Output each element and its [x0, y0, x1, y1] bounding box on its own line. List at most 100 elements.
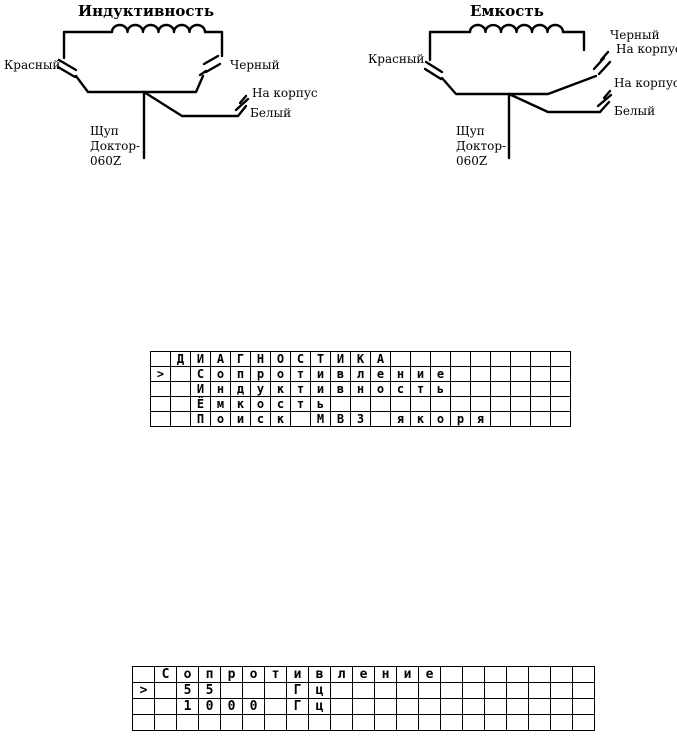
lcd-cell [264, 682, 287, 699]
capacitance-white-clip [596, 89, 613, 114]
lcd-cell [132, 666, 155, 683]
lcd-cell [506, 666, 529, 683]
lcd-cell [290, 411, 311, 427]
lcd-cell: И [190, 351, 211, 367]
lcd-cell [462, 714, 485, 731]
lcd-cell: и [310, 366, 331, 382]
lcd-cell: н [350, 381, 371, 397]
lcd-cell: М [310, 411, 331, 427]
lcd-cell [410, 351, 431, 367]
lcd-cell: в [330, 381, 351, 397]
lcd-cell: и [310, 381, 331, 397]
inductance-probe-label: Щуп Доктор- 060Z [90, 124, 141, 168]
lcd-cell [132, 698, 155, 715]
capacitance-probe-label: Щуп Доктор- 060Z [456, 124, 507, 168]
lcd-cell: И [190, 381, 211, 397]
lcd-cell [462, 698, 485, 715]
lcd-cell: к [270, 381, 291, 397]
lcd-cell: Г [286, 698, 309, 715]
lcd-cell: д [230, 381, 251, 397]
lcd-cell [572, 714, 595, 731]
lcd-cell: ц [308, 698, 331, 715]
lcd-cell [370, 411, 391, 427]
lcd-cell: > [132, 682, 155, 699]
lcd-cell [418, 698, 441, 715]
lcd-cell: Т [310, 351, 331, 367]
lcd-cell [330, 698, 353, 715]
lcd-cell: Г [230, 351, 251, 367]
lcd-cell [418, 714, 441, 731]
lcd-cell [170, 381, 191, 397]
lcd-cell [530, 411, 551, 427]
lcd-cell [450, 366, 471, 382]
lcd-cell [510, 381, 531, 397]
lcd-cell [484, 682, 507, 699]
lcd-cell [462, 666, 485, 683]
inductance-white-label: Белый [250, 106, 292, 120]
lcd-cell [450, 381, 471, 397]
lcd-cell [450, 351, 471, 367]
lcd-cell: л [330, 666, 353, 683]
lcd-cell [528, 682, 551, 699]
lcd-cell: 5 [176, 682, 199, 699]
lcd-cell: у [250, 381, 271, 397]
lcd-cell [528, 714, 551, 731]
lcd-cell [330, 396, 351, 412]
lcd-cell: я [470, 411, 491, 427]
capacitance-black-label: Черный [610, 28, 660, 42]
lcd-cell: в [308, 666, 331, 683]
lcd-cell [506, 714, 529, 731]
lcd-cell: и [230, 411, 251, 427]
lcd-cell [506, 682, 529, 699]
capacitance-housing-label: На корпус [614, 76, 677, 90]
lcd-cell [550, 411, 571, 427]
capacitance-title: Емкость [470, 2, 544, 20]
lcd-cell [450, 396, 471, 412]
lcd-cell [550, 698, 573, 715]
lcd-cell: и [410, 366, 431, 382]
lcd-cell [484, 714, 507, 731]
lcd-cell: т [290, 396, 311, 412]
lcd-cell: е [430, 366, 451, 382]
lcd-cell [396, 714, 419, 731]
lcd-cell: р [250, 366, 271, 382]
lcd-cell: 5 [198, 682, 221, 699]
lcd-cell [198, 714, 221, 731]
lcd-cell: о [210, 411, 231, 427]
lcd-cell [470, 366, 491, 382]
lcd-cell [490, 366, 511, 382]
lcd-cell: о [370, 381, 391, 397]
inductance-red-clip [56, 58, 78, 79]
lcd-cell [530, 351, 551, 367]
lcd-cell: е [352, 666, 375, 683]
lcd-cell [370, 396, 391, 412]
lcd-cell [330, 714, 353, 731]
capacitance-coil [428, 23, 586, 62]
lcd-cell: о [210, 366, 231, 382]
lcd-cell [374, 714, 397, 731]
lcd-cell: н [390, 366, 411, 382]
lcd-cell: о [270, 366, 291, 382]
lcd-cell [490, 396, 511, 412]
lcd-cell [470, 381, 491, 397]
lcd-cell: о [242, 666, 265, 683]
lcd-cell [440, 666, 463, 683]
lcd-cell [242, 682, 265, 699]
lcd-cell [150, 381, 171, 397]
lcd-cell [418, 682, 441, 699]
lcd-cell [374, 698, 397, 715]
lcd-cell: А [210, 351, 231, 367]
lcd-cell: р [220, 666, 243, 683]
lcd-cell [490, 411, 511, 427]
lcd-cell [430, 396, 451, 412]
inductance-title: Индуктивность [78, 2, 215, 20]
lcd-cell [176, 714, 199, 731]
lcd-cell [220, 714, 243, 731]
lcd-cell [220, 682, 243, 699]
capacitance-black-housing-label: На корпус [616, 42, 677, 56]
lcd-cell [528, 666, 551, 683]
